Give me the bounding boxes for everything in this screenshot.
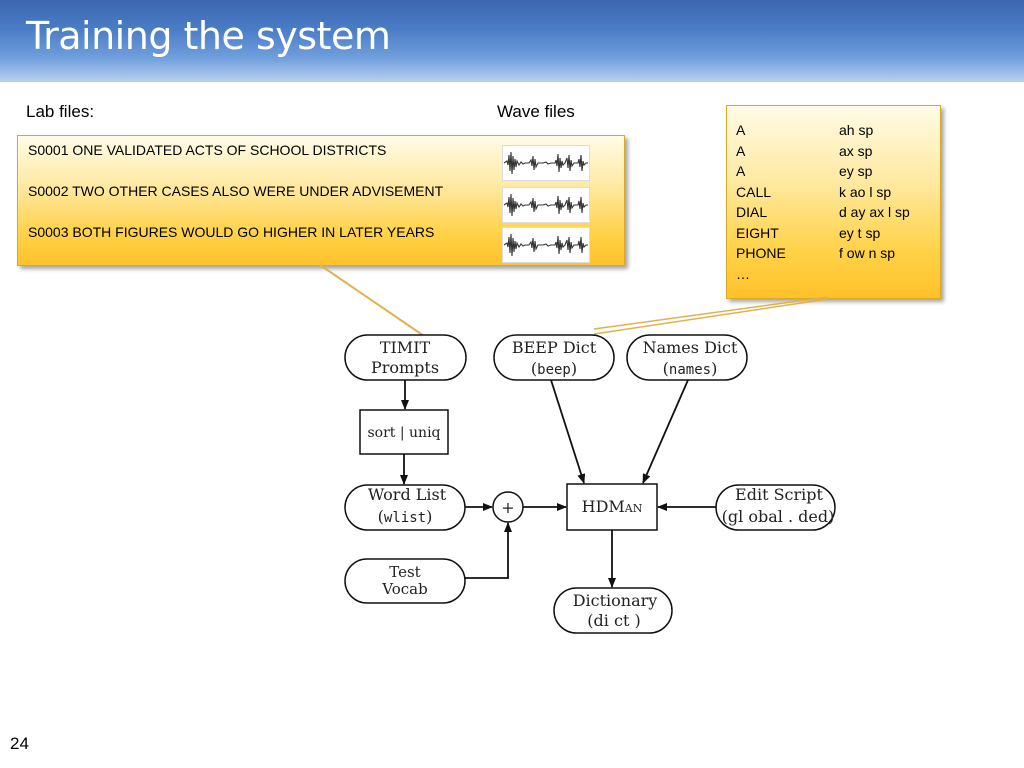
edit-script-label: Edit Script bbox=[735, 485, 823, 504]
waveform-image bbox=[502, 145, 590, 181]
dict-pron: ah sp bbox=[839, 122, 874, 138]
slide-title: Training the system bbox=[26, 14, 391, 58]
dict-word: … bbox=[736, 266, 750, 282]
wlist-file-label: (wlist) bbox=[378, 507, 433, 526]
lab-line: S0002 TWO OTHER CASES ALSO WERE UNDER AD… bbox=[28, 183, 444, 199]
dictionary-node bbox=[553, 587, 673, 634]
dict-pron: ey t sp bbox=[839, 225, 881, 241]
hdman-label: HDMAN bbox=[582, 497, 643, 516]
wlist-paren-close: ) bbox=[426, 507, 432, 526]
vocab-label: Vocab bbox=[381, 580, 427, 598]
lab-line: S0003 BOTH FIGURES WOULD GO HIGHER IN LA… bbox=[28, 224, 435, 240]
hdman-node bbox=[566, 483, 658, 531]
page-number: 24 bbox=[10, 734, 29, 753]
dict-word: A bbox=[736, 122, 746, 138]
names-dict-node bbox=[626, 334, 748, 381]
beep-paren-close: ) bbox=[571, 359, 577, 378]
dict-word: PHONE bbox=[736, 245, 786, 261]
dict-pron: k ao l sp bbox=[839, 184, 892, 200]
timit-label: TIMIT bbox=[380, 338, 431, 357]
callout-line-dict bbox=[593, 296, 829, 330]
word-list-label: Word List bbox=[368, 485, 447, 504]
dict-word: DIAL bbox=[736, 204, 768, 220]
beep-file-label: (beep) bbox=[531, 359, 577, 378]
names-paren-close: ) bbox=[711, 359, 717, 378]
dict-pron: f ow n sp bbox=[839, 245, 896, 261]
prompts-label: Prompts bbox=[371, 358, 439, 377]
dict-pron: ax sp bbox=[839, 143, 873, 159]
wlist-paren-open: ( bbox=[378, 507, 384, 526]
global-ded-label: (gl obal . ded) bbox=[722, 507, 835, 526]
dict-word: A bbox=[736, 143, 746, 159]
test-vocab-node bbox=[344, 558, 466, 604]
dict-word: CALL bbox=[736, 184, 772, 200]
dict-file-label: (di ct ) bbox=[587, 611, 640, 630]
arrow-beep-to-hdman bbox=[550, 379, 586, 484]
hdman-small: AN bbox=[624, 502, 643, 515]
test-label: Test bbox=[389, 563, 420, 581]
beep-dict-node bbox=[493, 334, 615, 381]
hdman-main: HDM bbox=[582, 497, 625, 516]
names-file-label: (names) bbox=[663, 359, 718, 378]
beep-name: beep bbox=[537, 362, 571, 378]
callout-line-dict bbox=[593, 298, 829, 335]
arrow-testvocab-to-plus bbox=[465, 522, 512, 579]
waveform-image bbox=[502, 187, 590, 223]
names-name: names bbox=[669, 362, 711, 378]
waveform-image bbox=[502, 227, 590, 263]
dictionary-label: Dictionary bbox=[573, 591, 658, 610]
callout-line-lab bbox=[319, 264, 425, 337]
wave-files-label: Wave files bbox=[497, 102, 575, 121]
dict-pron: ey sp bbox=[839, 163, 873, 179]
dict-word: EIGHT bbox=[736, 225, 779, 241]
sort-uniq-label: sort | uniq bbox=[367, 425, 440, 441]
beep-dict-label: BEEP Dict bbox=[512, 338, 597, 357]
arrow-names-to-hdman bbox=[642, 379, 689, 484]
dict-word: A bbox=[736, 163, 746, 179]
lab-line: S0001 ONE VALIDATED ACTS OF SCHOOL DISTR… bbox=[28, 142, 387, 158]
title-banner: Training the system bbox=[0, 0, 1024, 82]
lab-files-label: Lab files: bbox=[26, 102, 95, 121]
names-dict-label: Names Dict bbox=[643, 338, 738, 357]
sort-uniq-node bbox=[359, 409, 449, 455]
names-paren-open: ( bbox=[663, 359, 669, 378]
beep-paren-open: ( bbox=[531, 359, 537, 378]
lab-files-box: S0001 ONE VALIDATED ACTS OF SCHOOL DISTR… bbox=[17, 135, 625, 266]
plus-symbol: + bbox=[501, 498, 514, 517]
wlist-name: wlist bbox=[384, 510, 426, 526]
dict-pron: d ay ax l sp bbox=[839, 204, 910, 220]
